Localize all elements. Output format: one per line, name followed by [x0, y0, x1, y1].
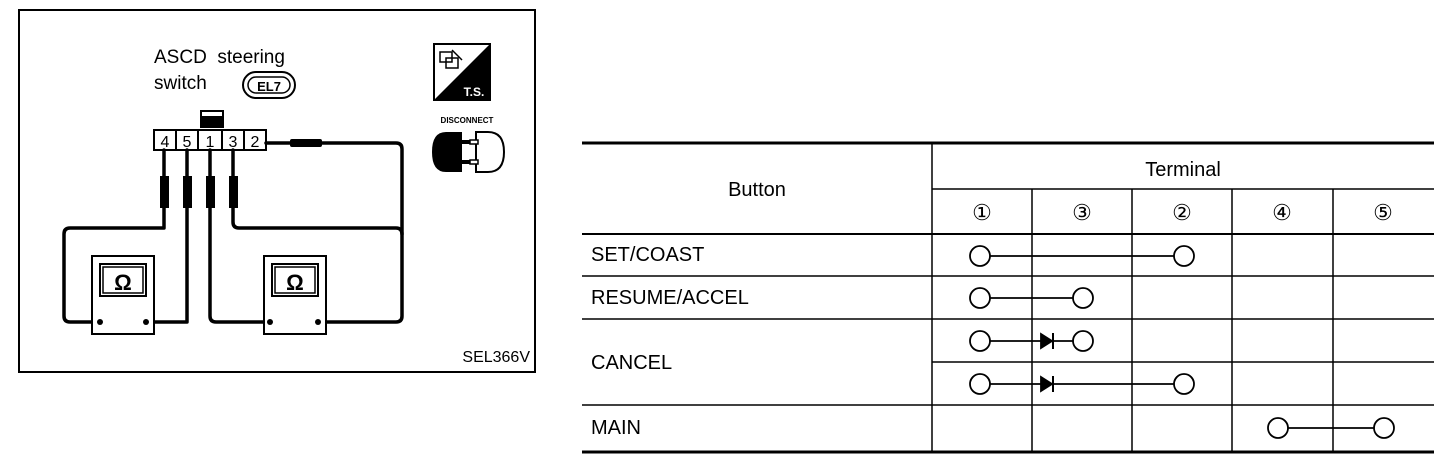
terminal-header: ⑤: [1373, 200, 1393, 225]
row-label-main: MAIN: [591, 417, 641, 439]
row-label-set-coast: SET/COAST: [591, 244, 704, 266]
connection-main: [1267, 417, 1395, 439]
column-header-button: Button: [728, 179, 786, 201]
ts-label: T.S.: [464, 85, 485, 99]
ohm-symbol: Ω: [114, 270, 132, 295]
probes: [160, 139, 322, 208]
terminal-header: ④: [1272, 200, 1292, 225]
terminal-header: ③: [1072, 200, 1092, 225]
troubleshooting-icon: T.S.: [433, 43, 491, 101]
pin-label: 4: [161, 134, 170, 151]
terminal-header: ②: [1172, 200, 1192, 225]
connector: 4 5 1 3 2: [153, 110, 267, 151]
row-label-cancel: CANCEL: [591, 352, 672, 374]
diagram-svg: ASCD steering switch EL7 4 5 1 3 2: [62, 43, 530, 366]
switch-title-line2: switch: [154, 73, 207, 94]
ohmmeter-icon: Ω: [91, 255, 155, 335]
row-label-resume-accel: RESUME/ACCEL: [591, 287, 749, 309]
connection-cancel-1-2: [969, 373, 1195, 395]
ref-badge: EL7: [242, 71, 296, 99]
connection-resume-accel: [969, 287, 1094, 309]
ohm-symbol: Ω: [286, 270, 304, 295]
terminal-header: ①: [972, 200, 992, 225]
connection-cancel-1-3: [969, 330, 1094, 352]
switch-title-line1: ASCD steering: [154, 47, 285, 68]
diagram-panel: [18, 9, 536, 373]
pin-label: 1: [206, 134, 215, 151]
diode-icon: [1040, 332, 1054, 350]
pin-label: 5: [183, 134, 192, 151]
disconnect-connector-icon: DISCONNECT: [432, 116, 506, 173]
wiring: [62, 141, 404, 324]
column-header-terminal: Terminal: [1145, 159, 1221, 181]
figure-id: SEL366V: [462, 349, 530, 366]
pin-label: 3: [229, 134, 238, 151]
diode-icon: [1040, 375, 1054, 393]
pin-label: 2: [251, 134, 260, 151]
connection-set-coast: [969, 245, 1195, 267]
disconnect-label: DISCONNECT: [441, 116, 494, 125]
ref-badge-label: EL7: [257, 79, 281, 94]
ohmmeter-icon: Ω: [263, 255, 327, 335]
